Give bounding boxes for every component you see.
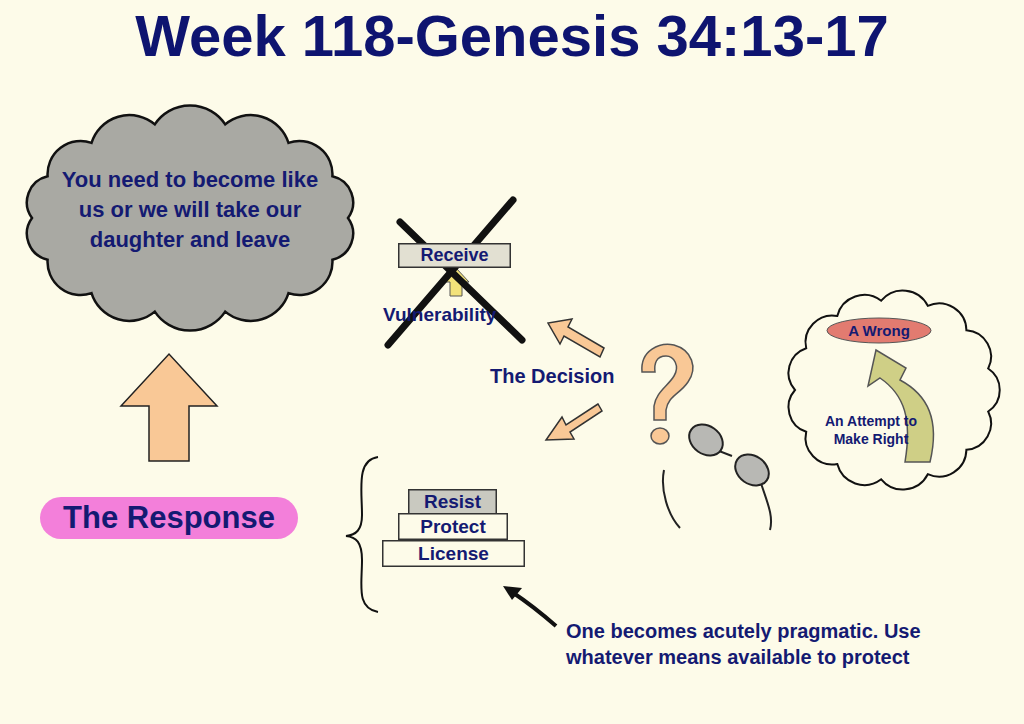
decision-label: The Decision bbox=[490, 363, 650, 389]
node-text: You need to become like us or we will ta… bbox=[50, 165, 330, 254]
leader-arrowhead bbox=[503, 586, 522, 600]
decision-arrow bbox=[548, 319, 604, 357]
question-mark bbox=[642, 344, 693, 420]
node-text: Resist bbox=[424, 491, 481, 513]
brace bbox=[346, 457, 378, 612]
node-text: Protect bbox=[420, 516, 485, 538]
question-dot bbox=[651, 428, 669, 444]
leader-arrow bbox=[512, 592, 556, 626]
stack-box: Protect bbox=[398, 513, 508, 540]
stack-box: License bbox=[382, 540, 525, 567]
node-text: A Wrong bbox=[848, 322, 910, 339]
glasses bbox=[663, 418, 775, 530]
thought-cloud bbox=[789, 291, 1000, 490]
node-text: The Response bbox=[63, 500, 275, 536]
oval-label: A Wrong bbox=[826, 317, 932, 344]
cloud-outline bbox=[789, 291, 1000, 490]
note: One becomes acutely pragmatic. Use whate… bbox=[566, 618, 1006, 670]
speech-cloud: You need to become like us or we will ta… bbox=[8, 98, 372, 338]
highlight-band: The Response bbox=[40, 495, 298, 541]
stack-box: Receive bbox=[398, 243, 511, 268]
node-text: License bbox=[418, 543, 489, 565]
crossed-text: Vulnerability bbox=[383, 303, 543, 328]
title: Week 118-Genesis 34:13-17 bbox=[0, 2, 1024, 69]
arrow-label: An Attempt to Make Right bbox=[812, 412, 930, 448]
decision-arrow bbox=[546, 404, 602, 440]
stack-box: Resist bbox=[408, 489, 497, 515]
block-arrow bbox=[121, 354, 217, 461]
node-text: Receive bbox=[420, 245, 488, 266]
